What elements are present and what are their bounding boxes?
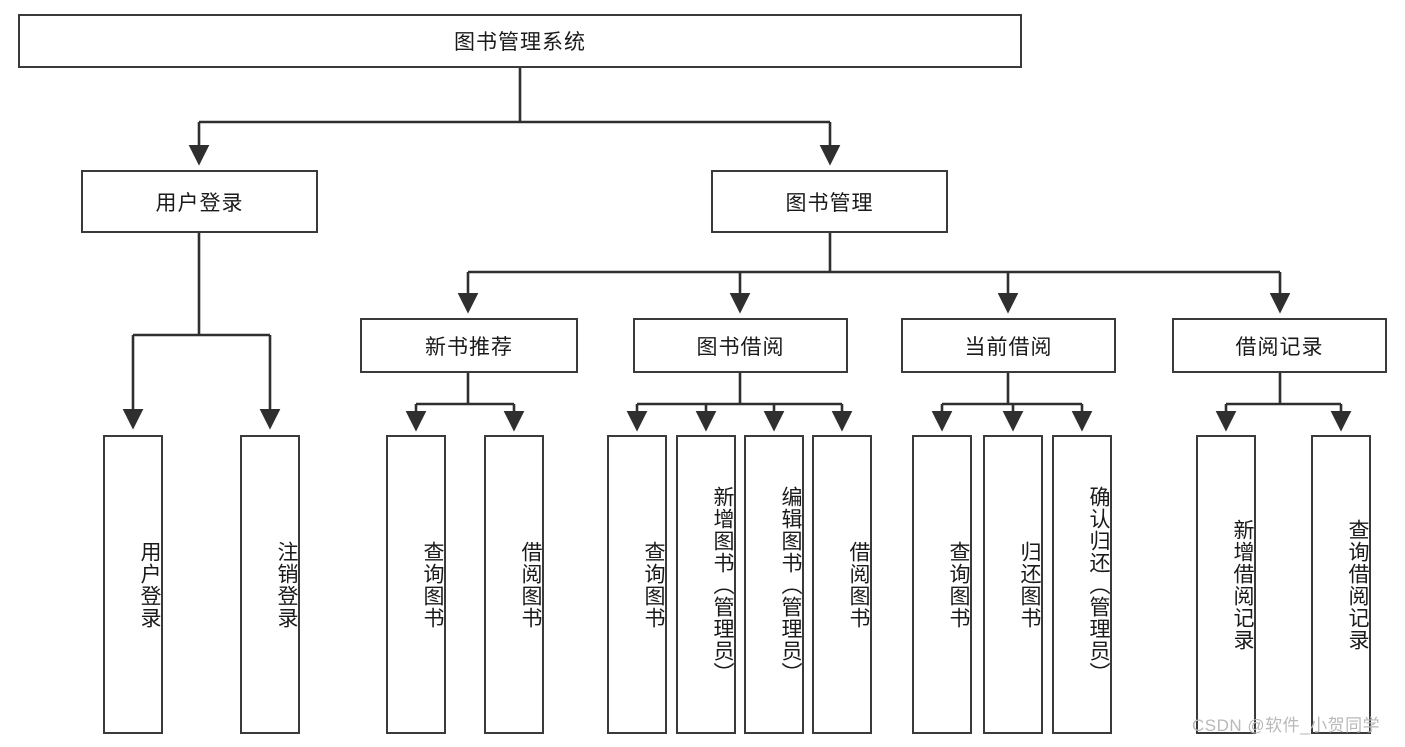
leaf-query-book-borrow-label: 查询图书 [642, 540, 665, 629]
node-new-book-recommend-label: 新书推荐 [425, 335, 513, 359]
leaf-confirm-return-admin-label: 确认归还（管理员） [1087, 485, 1110, 684]
node-user-login[interactable]: 用户登录 [81, 170, 318, 233]
leaf-borrow-book-new-label: 借阅图书 [519, 540, 542, 629]
node-user-login-label: 用户登录 [155, 191, 244, 215]
leaf-add-book-admin-label: 新增图书（管理员） [711, 485, 734, 684]
watermark: CSDN @软件_小贺同学 [1192, 716, 1381, 735]
edges-borrow [626, 373, 853, 432]
leaf-user-login-label: 用户登录 [138, 540, 161, 629]
node-current-borrow-label: 当前借阅 [964, 335, 1053, 359]
node-borrow-records[interactable]: 借阅记录 [1172, 318, 1387, 373]
leaf-logout[interactable]: 注销登录 [240, 435, 300, 734]
node-borrow-records-label: 借阅记录 [1235, 335, 1324, 359]
leaf-user-login[interactable]: 用户登录 [103, 435, 163, 734]
leaf-add-borrow-record[interactable]: 新增借阅记录 [1196, 435, 1256, 734]
leaf-query-book-current[interactable]: 查询图书 [912, 435, 972, 734]
node-book-management[interactable]: 图书管理 [711, 170, 948, 233]
leaf-query-book-new[interactable]: 查询图书 [386, 435, 446, 734]
node-root-label: 图书管理系统 [454, 31, 586, 54]
leaf-return-book[interactable]: 归还图书 [983, 435, 1043, 734]
leaf-edit-book-admin[interactable]: 编辑图书（管理员） [744, 435, 804, 734]
leaf-query-borrow-record-label: 查询借阅记录 [1346, 518, 1369, 651]
edges-new-book [405, 373, 525, 432]
leaf-edit-book-admin-label: 编辑图书（管理员） [779, 485, 802, 684]
node-book-borrow[interactable]: 图书借阅 [633, 318, 848, 373]
leaf-query-borrow-record[interactable]: 查询借阅记录 [1311, 435, 1371, 734]
leaf-query-book-current-label: 查询图书 [947, 540, 970, 629]
edges-root [188, 68, 841, 166]
edges-user-login [122, 233, 281, 430]
leaf-add-book-admin[interactable]: 新增图书（管理员） [676, 435, 736, 734]
edges-records [1215, 373, 1352, 432]
node-new-book-recommend[interactable]: 新书推荐 [360, 318, 578, 373]
edges-book-manage [457, 233, 1291, 314]
node-root[interactable]: 图书管理系统 [18, 14, 1022, 68]
leaf-return-book-label: 归还图书 [1018, 540, 1041, 629]
leaf-logout-label: 注销登录 [275, 540, 298, 629]
leaf-confirm-return-admin[interactable]: 确认归还（管理员） [1052, 435, 1112, 734]
node-book-borrow-label: 图书借阅 [696, 335, 785, 359]
leaf-borrow-book-label: 借阅图书 [847, 540, 870, 629]
leaf-borrow-book[interactable]: 借阅图书 [812, 435, 872, 734]
edges-current-borrow [931, 373, 1093, 432]
leaf-query-book-new-label: 查询图书 [421, 540, 444, 629]
leaf-borrow-book-new[interactable]: 借阅图书 [484, 435, 544, 734]
node-current-borrow[interactable]: 当前借阅 [901, 318, 1116, 373]
node-book-management-label: 图书管理 [785, 191, 874, 215]
leaf-query-book-borrow[interactable]: 查询图书 [607, 435, 667, 734]
leaf-add-borrow-record-label: 新增借阅记录 [1231, 518, 1254, 651]
